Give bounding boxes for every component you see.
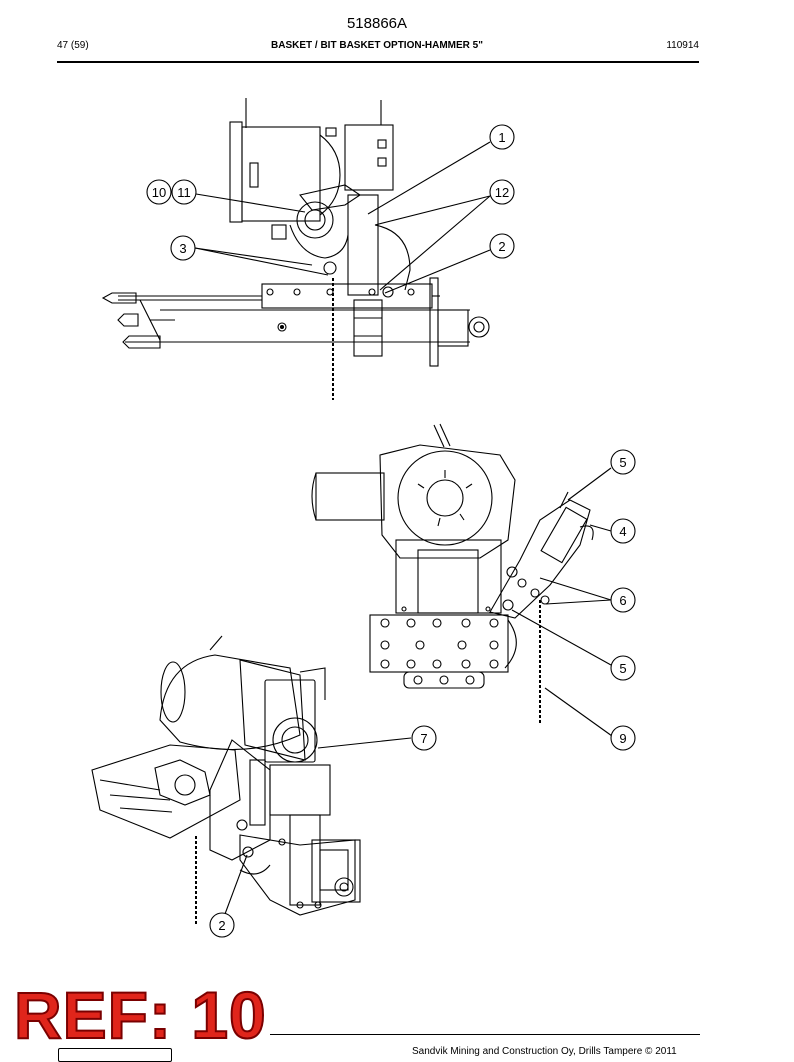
- top-callout-leaders: [194, 141, 491, 294]
- footer-logo: [58, 1048, 172, 1062]
- ref-stamp: REF: 10: [13, 978, 267, 1052]
- revision-code: 110914: [666, 40, 699, 51]
- footer-divider: [270, 1034, 700, 1035]
- callout-5-lower: 5: [619, 661, 626, 676]
- callout-5-upper: 5: [619, 455, 626, 470]
- callout-2-top: 2: [498, 239, 505, 254]
- header-divider: [57, 61, 699, 63]
- footer-copyright: Sandvik Mining and Construction Oy, Dril…: [412, 1046, 677, 1057]
- callout-10: 10: [152, 185, 166, 200]
- top-assembly-drawing: [101, 98, 490, 400]
- callout-4: 4: [619, 524, 626, 539]
- callout-12: 12: [495, 185, 509, 200]
- page-title: BASKET / BIT BASKET OPTION-HAMMER 5": [271, 40, 483, 51]
- callout-6: 6: [619, 593, 626, 608]
- callout-3: 3: [179, 241, 186, 256]
- bottom-callout-leaders: [224, 737, 412, 915]
- callout-7: 7: [420, 731, 427, 746]
- callout-1: 1: [498, 130, 505, 145]
- callout-2-bottom: 2: [218, 918, 225, 933]
- middle-callout-leaders: [511, 467, 613, 737]
- document-number: 518866A: [346, 15, 408, 32]
- callout-circles: [146, 124, 636, 938]
- middle-assembly-drawing: [311, 423, 594, 725]
- callout-11: 11: [177, 185, 191, 200]
- page-number: 47 (59): [57, 40, 89, 51]
- bottom-assembly-drawing: [91, 635, 361, 925]
- callout-9: 9: [619, 731, 626, 746]
